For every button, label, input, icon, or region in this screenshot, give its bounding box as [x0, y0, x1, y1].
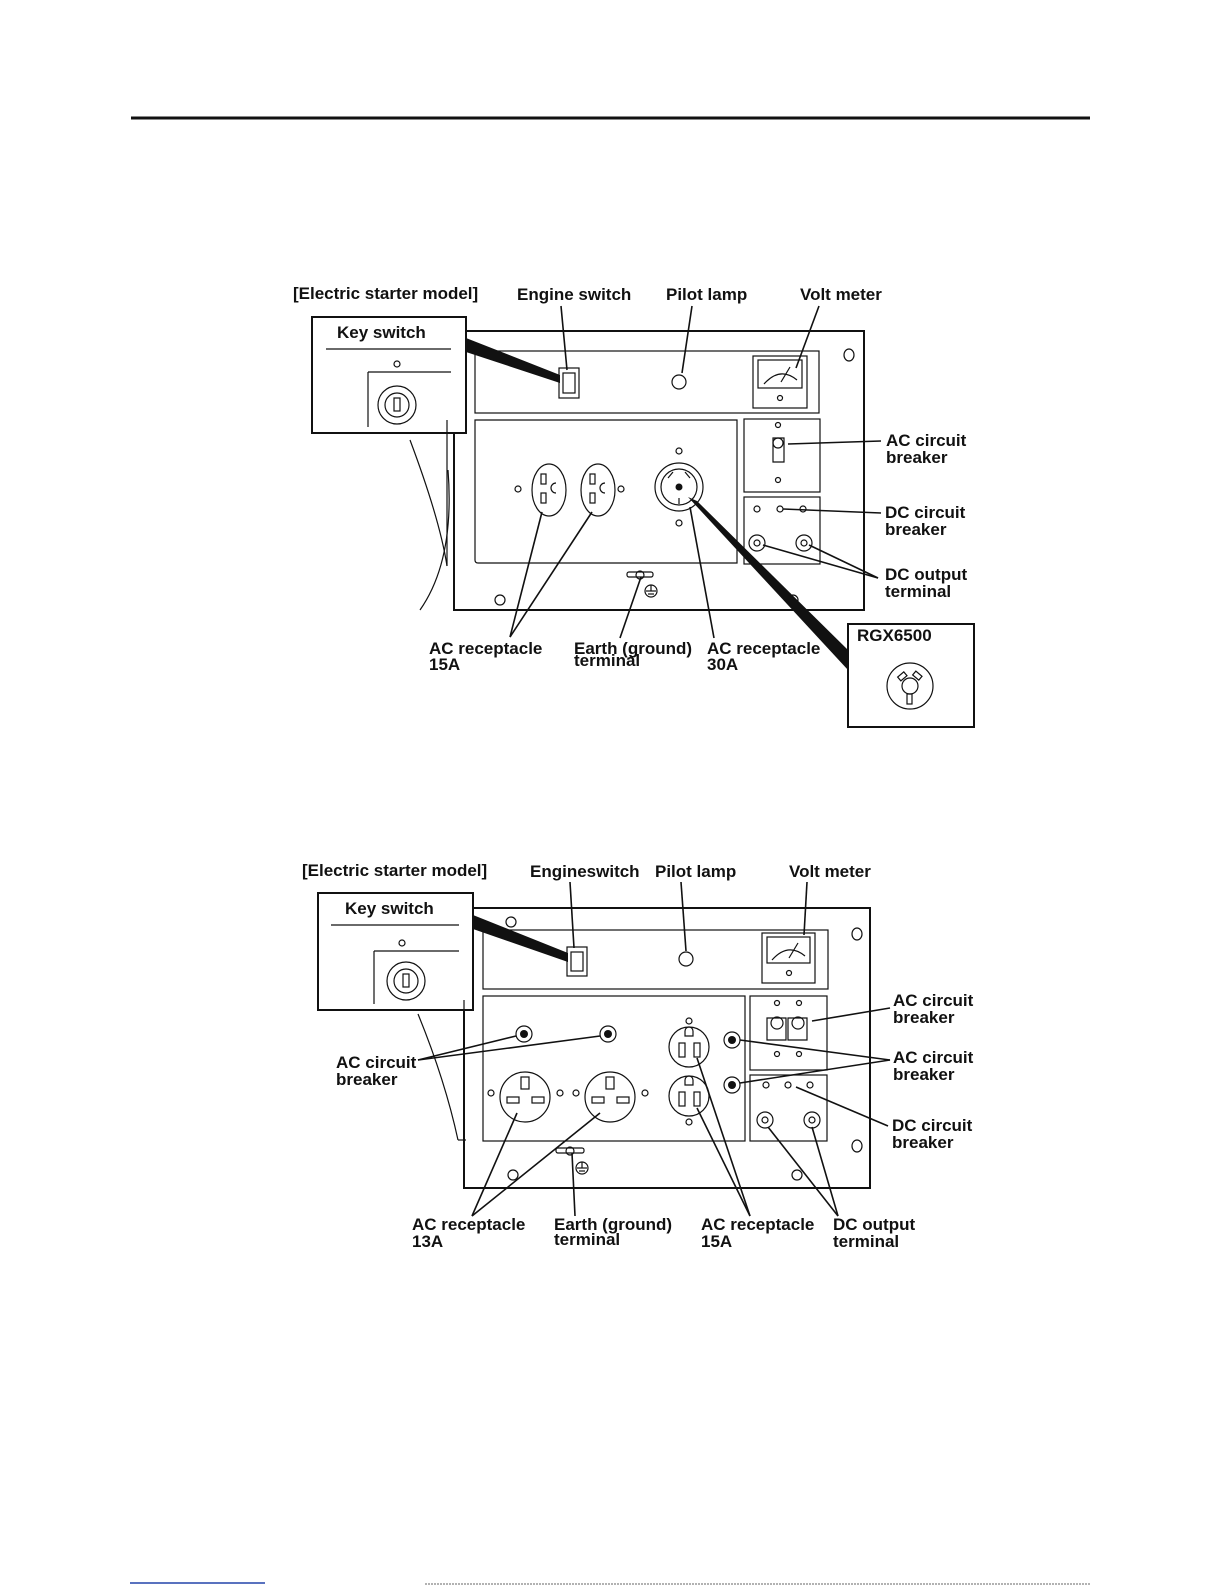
key-switch-inset-1: [311, 316, 467, 434]
panel-plate-2: [463, 907, 871, 1189]
diagram-2: [Electric starter model] Key switch Engi…: [302, 861, 974, 1251]
dc-circuit-breaker-label-2a: DC circuit: [892, 1116, 973, 1135]
ac-receptacle-13a-left[interactable]: [487, 1071, 564, 1123]
dc-output-terminal-label-1b: terminal: [885, 582, 951, 601]
earth-terminal-label-2b: terminal: [554, 1230, 620, 1249]
engine-switch-label-2: Engineswitch: [530, 862, 640, 881]
ac-circuit-breaker-left-label-b: breaker: [336, 1070, 398, 1089]
dc-box-1: [743, 496, 821, 565]
pilot-lamp-label-1: Pilot lamp: [666, 285, 747, 304]
ac-receptacle-13a-right[interactable]: [572, 1071, 649, 1123]
ac-receptacle-15a-left[interactable]: [514, 463, 567, 517]
dc-output-terminal-label-1a: DC output: [885, 565, 967, 584]
dc-circuit-breaker-label-2b: breaker: [892, 1133, 954, 1152]
rgx6500-inset: [847, 623, 975, 728]
ac-receptacle-30a-label-1b: 30A: [707, 655, 738, 674]
key-switch-inset-2: [317, 892, 474, 1011]
diagram-1: [Electric starter model] Key switch Engi…: [293, 284, 975, 728]
ac-receptacle-13a-label-b: 13A: [412, 1232, 443, 1251]
ac-receptacle-15a-label-1b: 15A: [429, 655, 460, 674]
inset-pointer: [466, 338, 560, 383]
ac-receptacle-15a-label-2a: AC receptacle: [701, 1215, 814, 1234]
dc-output-terminal-icon[interactable]: [748, 534, 813, 552]
ac-receptacle-15a-label-2b: 15A: [701, 1232, 732, 1251]
pilot-lamp-icon: [671, 374, 687, 390]
ac-receptacle-13a-label-a: AC receptacle: [412, 1215, 525, 1234]
dc-circuit-breaker-label-1a: DC circuit: [885, 503, 966, 522]
ac-receptacle-15a-upper[interactable]: [668, 1017, 710, 1068]
earth-terminal-label-1b: terminal: [574, 651, 640, 670]
key-switch-icon-2[interactable]: [386, 961, 426, 1001]
engine-switch-icon[interactable]: [558, 367, 580, 399]
dc-circuit-breaker-label-1b: breaker: [885, 520, 947, 539]
inset-pointer: [688, 497, 848, 670]
ac-receptacle-30a[interactable]: [654, 447, 704, 527]
earth-terminal-label-1a: Earth (ground): [574, 639, 692, 658]
ac-circuit-breaker-label-1b: breaker: [886, 448, 948, 467]
volt-meter-label-1: Volt meter: [800, 285, 882, 304]
key-switch-icon[interactable]: [377, 385, 417, 425]
mount-hole: [791, 1169, 803, 1181]
ac-circuit-breaker-label-1a: AC circuit: [886, 431, 967, 450]
top-subpanel-2: [482, 929, 829, 990]
dc-output-terminal-label-2b: terminal: [833, 1232, 899, 1251]
pilot-lamp-icon-2: [678, 951, 694, 967]
electric-starter-label-2: [Electric starter model]: [302, 861, 487, 880]
earth-terminal-label-2a: Earth (ground): [554, 1215, 672, 1234]
mount-hole: [851, 927, 863, 941]
pilot-lamp-label-2: Pilot lamp: [655, 862, 736, 881]
dc-output-terminal-label-2a: DC output: [833, 1215, 915, 1234]
dc-circuit-breaker-icon[interactable]: [753, 505, 761, 513]
ac-circuit-breaker-icon[interactable]: [772, 421, 785, 484]
ac-circuit-breaker-icon-top[interactable]: [766, 999, 808, 1058]
top-subpanel-1: [474, 350, 820, 414]
earth-terminal-icon-2[interactable]: [555, 1146, 589, 1175]
mount-hole: [494, 594, 506, 606]
key-switch-label-1: Key switch: [337, 323, 426, 342]
volt-meter-icon: [752, 355, 808, 409]
electric-starter-label-1: [Electric starter model]: [293, 284, 478, 303]
ac-circuit-breaker-left-label-a: AC circuit: [336, 1053, 417, 1072]
ac-circuit-breaker-top-label-b: breaker: [893, 1008, 955, 1027]
engine-switch-label-1: Engine switch: [517, 285, 631, 304]
dc-circuit-breaker-icon-2[interactable]: [762, 1081, 770, 1089]
inset-pointer: [473, 915, 568, 962]
ac-circuit-breaker-icon-left[interactable]: [515, 1025, 617, 1043]
mount-hole: [843, 348, 855, 362]
ac-circuit-breaker-top-label-a: AC circuit: [893, 991, 974, 1010]
mount-hole: [505, 916, 517, 928]
receptacle-subpanel-2: [482, 995, 746, 1142]
ac-receptacle-30a-label-1a: AC receptacle: [707, 639, 820, 658]
receptacle-subpanel-1: [474, 419, 738, 564]
ac-receptacle-15a-label-1a: AC receptacle: [429, 639, 542, 658]
ac-circuit-breaker-mid-label-b: breaker: [893, 1065, 955, 1084]
rgx6500-label: RGX6500: [857, 626, 932, 645]
ac-receptacle-15a-lower[interactable]: [668, 1075, 710, 1126]
ac-breaker-box-1: [743, 418, 821, 493]
ac-breaker-box-2: [749, 995, 828, 1071]
volt-meter-icon-2: [761, 932, 816, 984]
key-switch-label-2: Key switch: [345, 899, 434, 918]
mount-hole: [507, 1169, 519, 1181]
mount-hole: [851, 1139, 863, 1153]
volt-meter-label-2: Volt meter: [789, 862, 871, 881]
ac-receptacle-15a-right[interactable]: [580, 463, 625, 517]
ac-circuit-breaker-mid-label-a: AC circuit: [893, 1048, 974, 1067]
